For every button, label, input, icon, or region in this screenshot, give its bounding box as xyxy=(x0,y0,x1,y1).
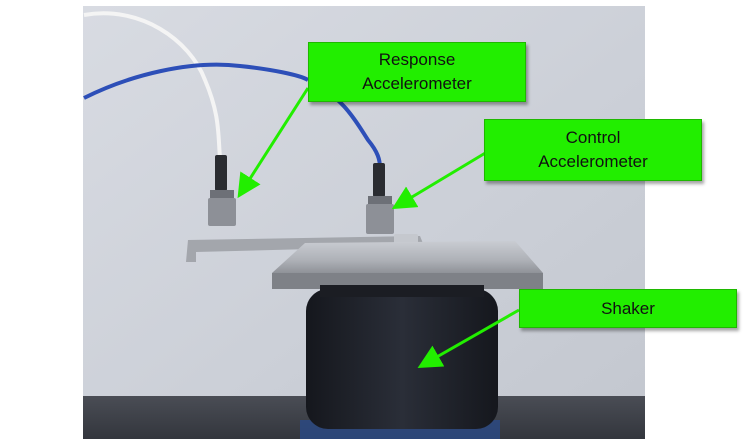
response-label-line2: Accelerometer xyxy=(362,74,472,93)
response-accelerometer-base xyxy=(208,198,236,226)
control-accelerometer-label: Control Accelerometer xyxy=(484,119,702,181)
shaker-label: Shaker xyxy=(519,289,737,328)
shaker-arrow xyxy=(417,308,520,368)
control-arrow xyxy=(391,150,488,210)
control-accelerometer-connector xyxy=(373,163,385,197)
response-accelerometer-connector xyxy=(215,155,227,191)
response-accelerometer-body xyxy=(210,190,234,198)
control-accelerometer-body xyxy=(368,196,392,204)
response-arrow xyxy=(237,87,310,199)
shaker-body xyxy=(306,289,498,429)
control-accelerometer-base xyxy=(366,204,394,234)
shaker-label-text: Shaker xyxy=(601,298,655,318)
control-label-line1: Control xyxy=(565,128,621,147)
shaker-plate xyxy=(272,241,543,273)
bracket-clamp xyxy=(394,234,418,244)
blue-cable-left xyxy=(83,62,310,100)
response-accelerometer-label: Response Accelerometer xyxy=(308,42,526,102)
control-label-line2: Accelerometer xyxy=(538,152,648,171)
response-label-line1: Response xyxy=(378,50,456,69)
white-cable xyxy=(83,11,222,159)
shaker-neck xyxy=(320,285,484,297)
